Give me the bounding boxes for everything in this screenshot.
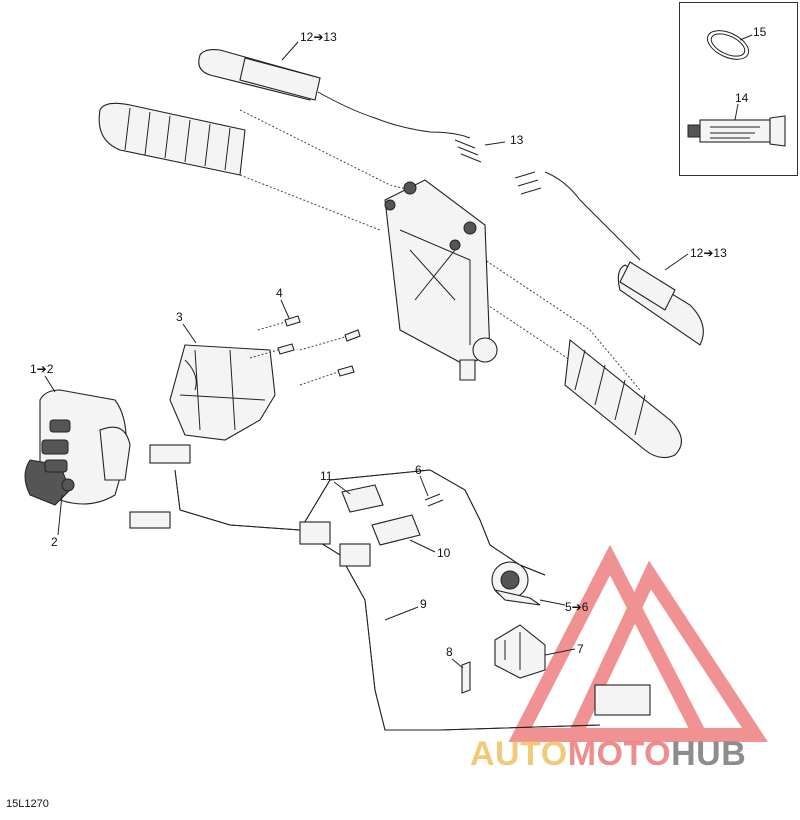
callout-14: 14 bbox=[735, 91, 749, 105]
watermark-part-moto: MOTO bbox=[567, 735, 672, 773]
callout-5-6: 5➔6 bbox=[565, 600, 589, 614]
callout-1-2: 1➔2 bbox=[30, 362, 54, 376]
leader-lines bbox=[44, 34, 753, 669]
heating-element-right bbox=[514, 171, 704, 346]
heating-element-left bbox=[198, 49, 482, 163]
callout-12-13-right: 12➔13 bbox=[690, 246, 727, 260]
clamp-ring-icon bbox=[706, 30, 750, 60]
callout-9: 9 bbox=[420, 597, 427, 611]
callout-4: 4 bbox=[276, 286, 283, 300]
screws-part bbox=[249, 315, 361, 386]
housing-part bbox=[169, 344, 276, 441]
callout-6: 6 bbox=[415, 463, 422, 477]
handlebar-illustration bbox=[98, 102, 682, 459]
socket-part bbox=[491, 561, 541, 606]
watermark-part-auto: AUTO bbox=[470, 735, 568, 773]
cap-part bbox=[494, 624, 546, 679]
callout-12-13-top: 12➔13 bbox=[300, 30, 337, 44]
watermark-logo-icon bbox=[508, 544, 768, 742]
connector-part bbox=[341, 484, 444, 546]
pin-part bbox=[461, 661, 471, 694]
callout-11: 11 bbox=[320, 469, 333, 483]
accessory-inset-box bbox=[679, 2, 798, 176]
callout-10: 10 bbox=[437, 546, 451, 560]
wiring-harness-part bbox=[129, 444, 651, 731]
callout-13-top: 13 bbox=[510, 133, 524, 147]
callout-7: 7 bbox=[577, 642, 584, 656]
switch-assembly-part bbox=[24, 389, 131, 506]
watermark-part-hub: HUB bbox=[671, 735, 747, 773]
watermark-text: AUTOMOTOHUB bbox=[470, 735, 746, 774]
grease-tube-icon bbox=[687, 115, 786, 147]
callout-2: 2 bbox=[51, 535, 58, 549]
callout-15: 15 bbox=[753, 25, 767, 39]
callout-3: 3 bbox=[176, 310, 183, 324]
reference-code: 15L1270 bbox=[6, 798, 49, 810]
callout-8: 8 bbox=[446, 645, 453, 659]
